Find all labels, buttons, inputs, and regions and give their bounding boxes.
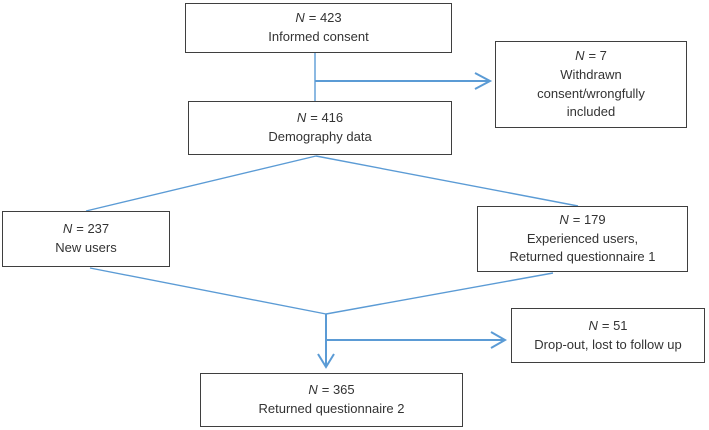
n-symbol: N <box>62 221 73 237</box>
connector-new-users-to-merge <box>89 267 327 315</box>
count-line: N= 423 <box>295 10 342 26</box>
box-returned-questionnaire-2: N= 365 Returned questionnaire 2 <box>200 373 463 427</box>
box-label: Withdrawn <box>560 66 622 82</box>
box-withdrawn: N= 7 Withdrawn consent/wrongfully includ… <box>495 41 687 128</box>
box-demography-data: N= 416 Demography data <box>188 101 452 155</box>
box-label: Demography data <box>268 129 372 144</box>
box-new-users: N= 237 New users <box>2 211 170 267</box>
box-label: Experienced users, <box>526 230 639 246</box>
arrowhead-dropout-icon <box>490 331 508 349</box>
box-label: Returned questionnaire 2 <box>258 401 405 416</box>
box-informed-consent: N= 423 Informed consent <box>185 3 452 53</box>
count-line: N= 179 <box>559 211 606 227</box>
n-symbol: N <box>559 211 569 227</box>
box-label: Returned questionnaire 1 <box>509 249 656 265</box>
n-symbol: N <box>308 382 318 398</box>
box-label: Informed consent <box>268 29 369 44</box>
connector-experienced-to-merge <box>325 272 554 315</box>
count-line: N= 7 <box>575 47 607 63</box>
count-line: N= 416 <box>296 110 344 126</box>
n-symbol: N <box>295 10 305 26</box>
count-line: N= 365 <box>308 382 355 398</box>
box-drop-out: N= 51 Drop-out, lost to follow up <box>511 308 705 363</box>
arrowhead-withdrawn-icon <box>474 72 493 90</box>
box-label: Drop-out, lost to follow up <box>534 336 682 352</box>
box-experienced-users: N= 179 Experienced users, Returned quest… <box>477 206 688 272</box>
n-symbol: N <box>296 110 307 126</box>
box-label: New users <box>55 240 117 255</box>
count-line: N= 237 <box>62 221 110 237</box>
n-symbol: N <box>575 47 585 63</box>
arrowhead-questionnaire2-icon <box>317 353 335 369</box>
count-line: N= 51 <box>588 317 628 333</box>
connector-demography-to-new-users <box>85 155 317 212</box>
n-symbol: N <box>588 317 598 333</box>
connector-demography-to-experienced <box>315 155 579 207</box>
box-label: included <box>566 104 616 120</box>
box-label: consent/wrongfully <box>537 85 645 101</box>
